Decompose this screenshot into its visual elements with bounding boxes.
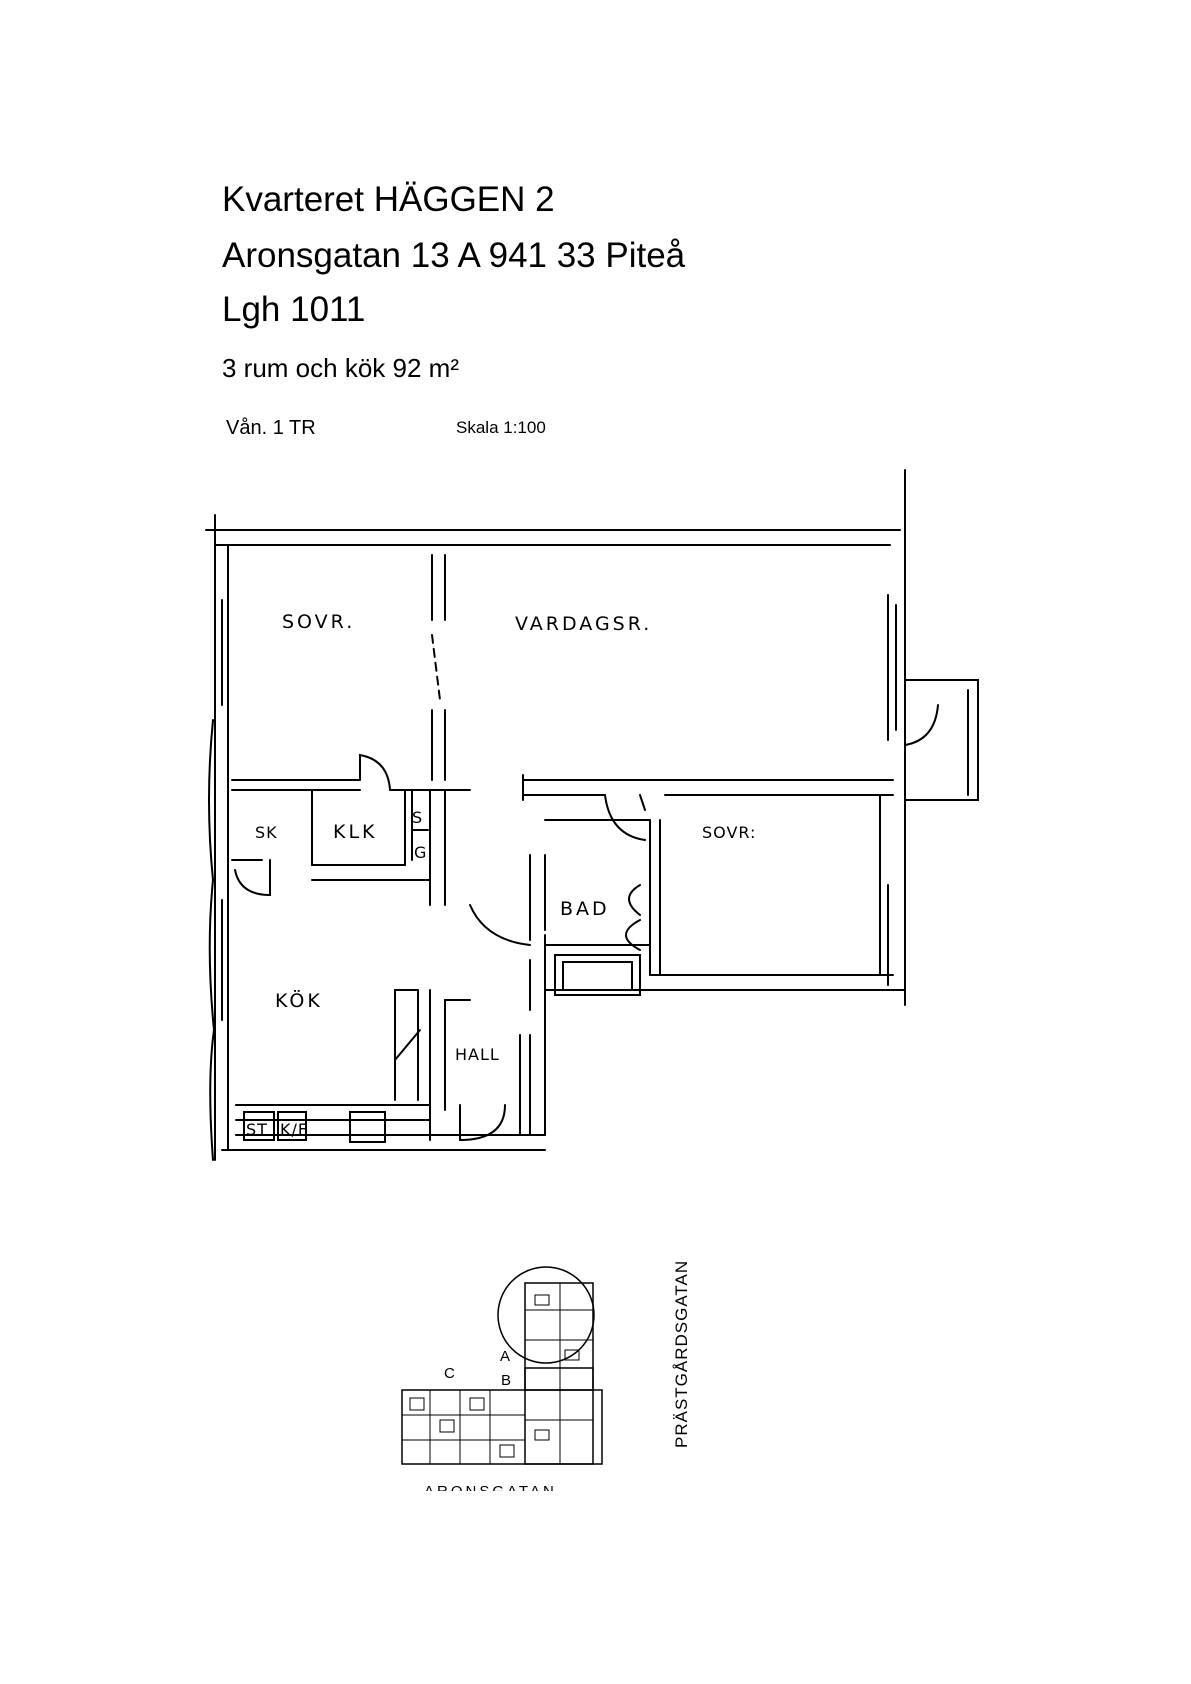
room-label-g: G: [414, 843, 427, 862]
room-label-kf: K/F: [280, 1120, 308, 1139]
room-label-kok: KÖK: [275, 989, 323, 1012]
room-label-s: S: [412, 808, 423, 827]
floor-level: Vån. 1 TR: [226, 417, 316, 439]
property-title: Kvarteret HÄGGEN 2: [222, 180, 555, 219]
room-label-vardagsrum: VARDAGSR.: [515, 613, 652, 635]
kitchen-counter: [235, 989, 431, 1143]
interior-walls: [231, 554, 894, 1141]
balcony: [904, 679, 979, 801]
room-label-sk: SK: [255, 823, 278, 842]
closets: [411, 789, 646, 861]
entrance-a-label: A: [500, 1348, 511, 1365]
address: Aronsgatan 13 A 941 33 Piteå: [222, 236, 686, 275]
apartment-number: Lgh 1011: [222, 290, 366, 329]
room-label-sovrum-2: SOVR:: [702, 823, 756, 842]
scale-label: Skala 1:100: [456, 418, 546, 437]
room-label-bad: BAD: [560, 898, 610, 920]
entrance-b-label: B: [501, 1372, 512, 1389]
room-label-klk: KLK: [333, 821, 378, 843]
room-label-hall: HALL: [455, 1045, 500, 1064]
room-label-sovrum-1: SOVR.: [282, 611, 355, 633]
street-label-aronsgatan: ARONSGATAN: [424, 1483, 557, 1500]
windows: [221, 594, 897, 1021]
room-summary: 3 rum och kök 92 m²: [222, 353, 459, 383]
street-label-prastgardsgatan: PRÄSTGÅRDSGATAN: [672, 1259, 691, 1448]
door-swings: [234, 753, 646, 1141]
entrance-c-label: C: [444, 1365, 455, 1382]
room-label-st: ST: [246, 1120, 268, 1139]
bathroom-fixtures: [554, 884, 641, 996]
site-plan: [401, 1266, 603, 1465]
outer-walls: [205, 469, 906, 1161]
